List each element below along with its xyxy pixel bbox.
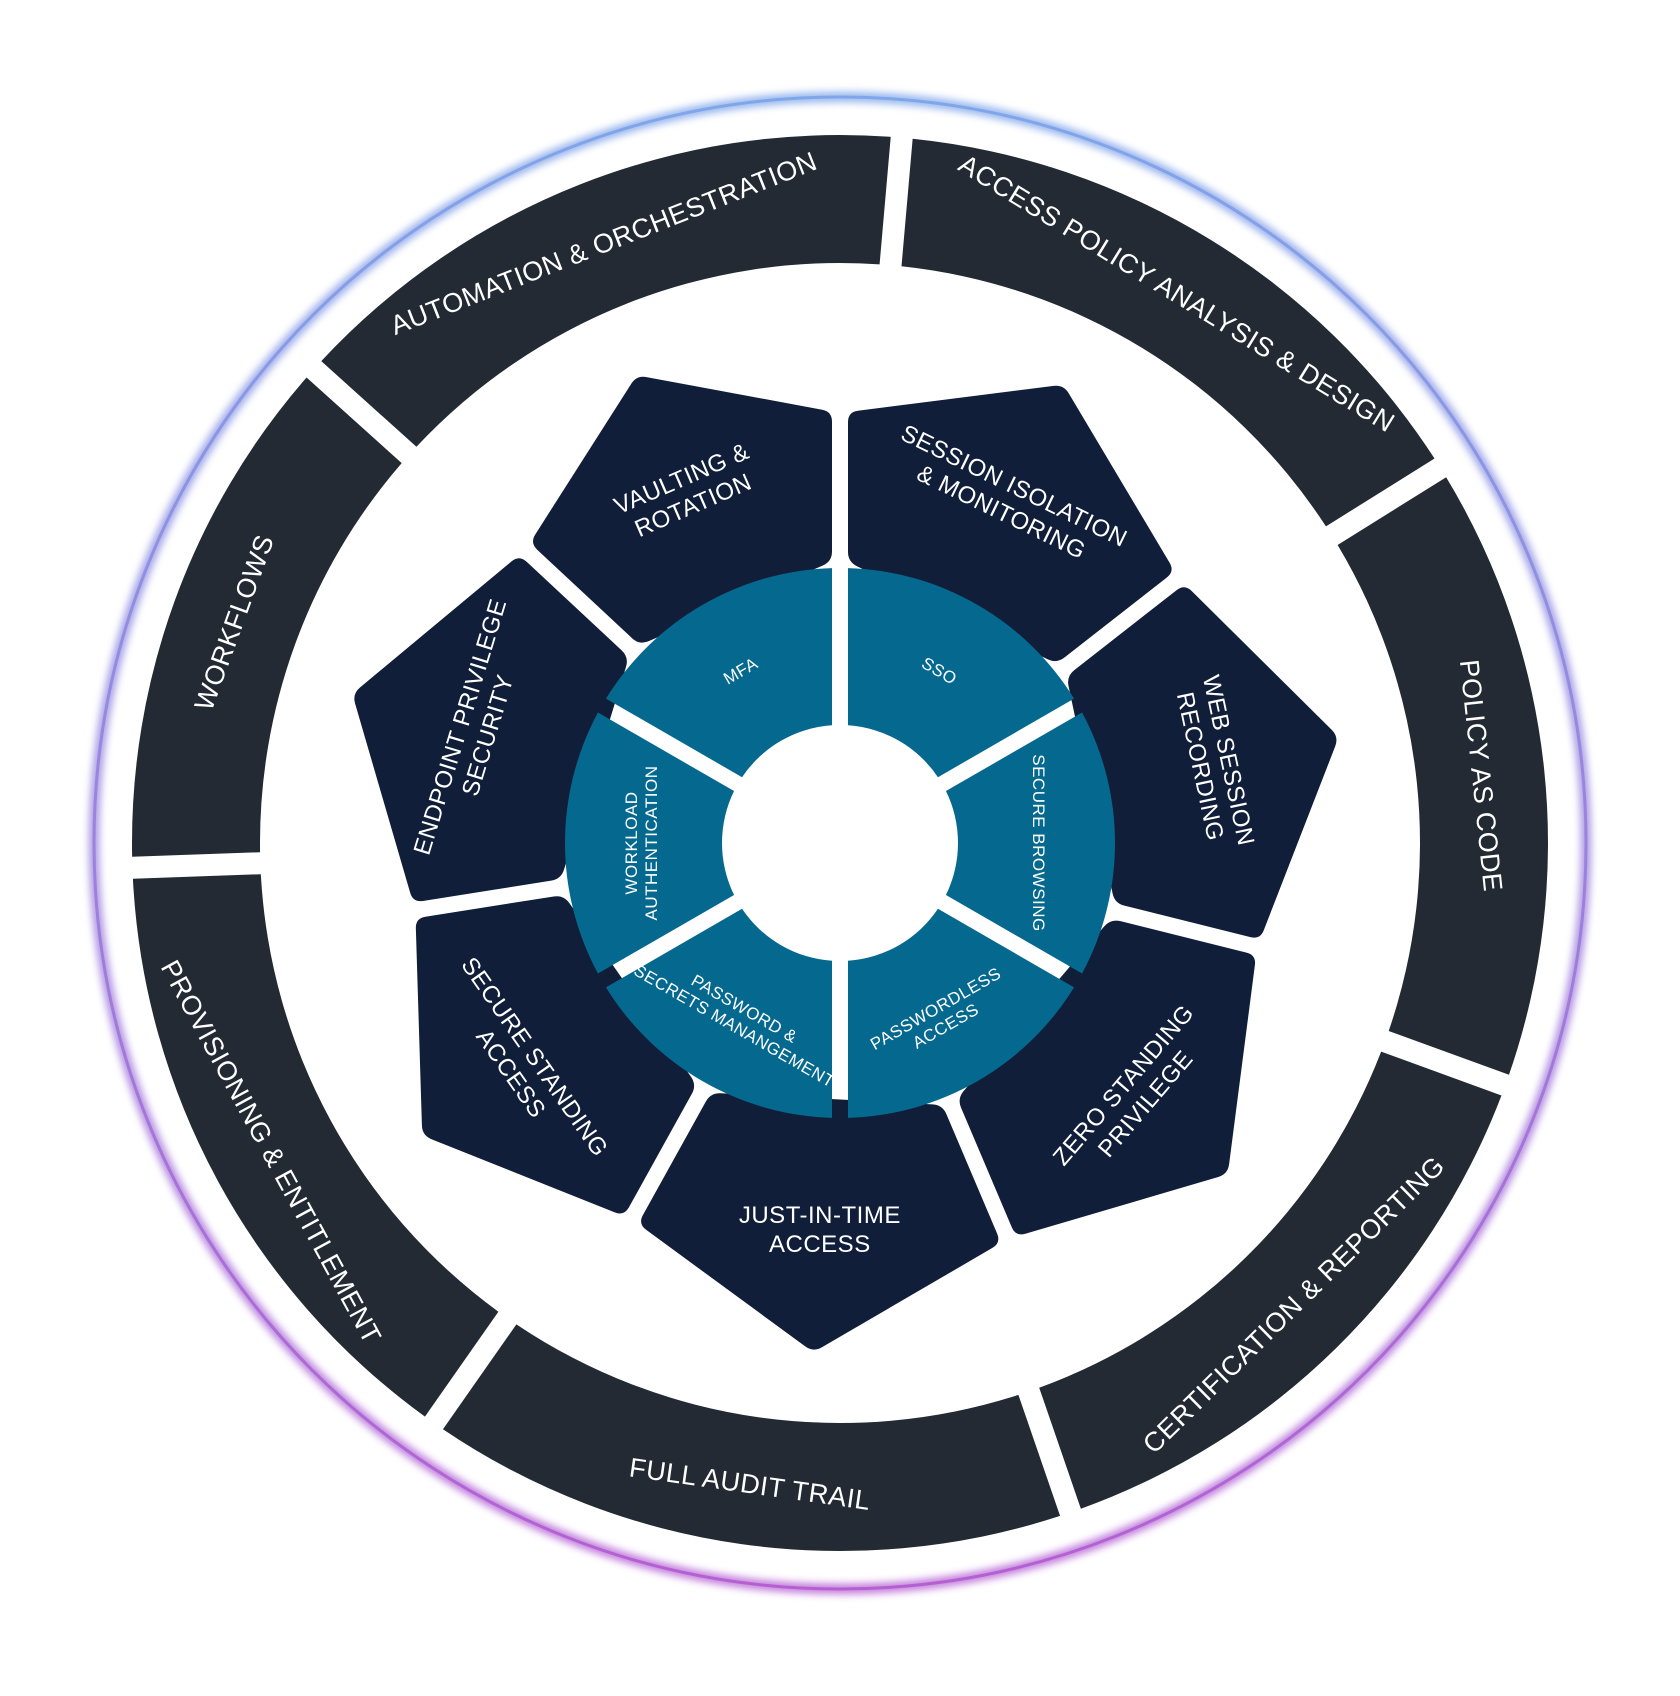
middle-segment-just-in-time: [641, 1093, 999, 1350]
inner-segment-sso: [847, 568, 1075, 778]
inner-segment-mfa: [605, 568, 833, 778]
middle-segment-web-session: [1068, 587, 1337, 938]
outer-segment-certification: [1039, 1051, 1502, 1509]
middle-segment-endpoint-privilege: [354, 558, 627, 902]
inner-label-workload-auth: WORKLOADAUTHENTICATION: [622, 766, 661, 921]
outer-segment-policy-as-code: [1337, 477, 1548, 1075]
outer-label-certification-line: CERTIFICATION & REPORTING: [1137, 1150, 1450, 1459]
outer-segment-automation: [321, 134, 891, 447]
outer-halo-ring: [89, 92, 1591, 1594]
outer-segment-provisioning: [132, 874, 499, 1417]
outer-label-certification: CERTIFICATION & REPORTING: [1137, 1150, 1450, 1459]
inner-segment-secure-browsing: [945, 712, 1116, 974]
inner-label-secure-browsing: SECURE BROWSING: [1029, 754, 1048, 932]
middle-segment-zero-standing: [959, 920, 1256, 1235]
inner-segment-workload-auth: [564, 712, 735, 974]
middle-label-just-in-time-line: JUST-IN-TIME: [739, 1202, 901, 1229]
inner-segment-password-secrets: [605, 908, 833, 1118]
center-circle: [735, 738, 945, 948]
outer-segment-audit-trail: [442, 1324, 1061, 1552]
middle-label-just-in-time-line: ACCESS: [769, 1231, 871, 1258]
inner-label-secure-browsing-line: SECURE BROWSING: [1029, 754, 1048, 932]
inner-label-workload-auth-line: WORKLOAD: [622, 791, 641, 894]
middle-segment-vaulting: [532, 376, 832, 643]
middle-segment-secure-standing: [415, 896, 695, 1214]
outer-segment-workflows: [131, 377, 402, 857]
inner-label-workload-auth-line: AUTHENTICATION: [642, 766, 661, 921]
outer-segment-access-policy: [901, 138, 1435, 527]
inner-segment-passwordless: [847, 908, 1075, 1118]
